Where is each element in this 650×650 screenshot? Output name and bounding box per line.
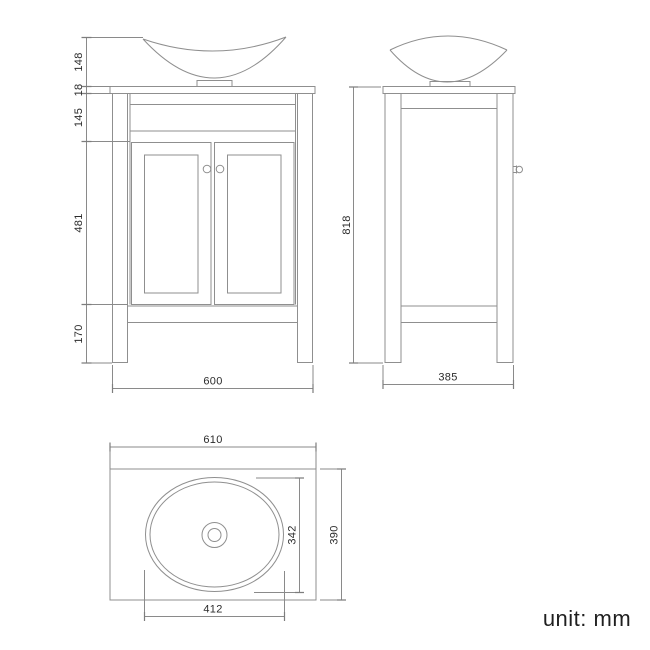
dim-label-overall-width: 600	[203, 376, 222, 388]
top-basin-inner-rim	[149, 481, 280, 588]
top-basin-width-dim-ticks	[143, 612, 286, 621]
dim-label-basin-width: 412	[203, 604, 222, 616]
dim-label-door-height: 481	[73, 213, 85, 232]
front-dim-ticks	[81, 36, 92, 364]
dim-label-basin-depth: 342	[287, 525, 299, 544]
side-door-knob	[513, 165, 523, 174]
dim-label-countertop-width: 610	[203, 434, 222, 446]
front-right-leg	[297, 93, 313, 363]
front-width-dim-ticks	[111, 384, 314, 393]
dim-label-leg-height: 170	[73, 324, 85, 343]
dim-label-basin-height: 148	[73, 52, 85, 71]
front-face-frame	[129, 93, 296, 305]
top-width-dim-ticks	[109, 442, 317, 452]
front-door-left-panel	[144, 154, 199, 294]
dim-label-overall-height: 818	[341, 215, 353, 234]
front-left-leg	[112, 93, 128, 363]
front-apron-rails	[130, 104, 296, 132]
top-view: 610 342 390 412	[109, 434, 346, 621]
side-depth-dim-ticks	[382, 380, 515, 389]
dim-label-countertop-thickness: 18	[73, 84, 85, 97]
front-basin-base	[196, 80, 233, 87]
side-basin-outline	[389, 35, 508, 83]
front-door-knob-left	[202, 164, 212, 174]
top-drain-inner	[207, 528, 222, 542]
top-width-dimension: 610	[109, 434, 317, 469]
front-door-right	[214, 142, 295, 305]
front-height-dimension-chain: 148 18 145 481 170	[73, 36, 143, 364]
side-door-knob-head	[515, 165, 523, 174]
side-basin-base	[429, 81, 471, 87]
front-view: 148 18 145 481 170 600	[73, 36, 316, 393]
side-height-dim-ticks	[349, 86, 358, 364]
front-door-knob-right	[215, 164, 225, 174]
unit-note: unit: mm	[543, 606, 631, 631]
top-depth-dimension: 390	[320, 468, 346, 601]
front-width-dimension: 600	[111, 365, 314, 393]
side-front-leg	[384, 93, 402, 363]
front-dim-lines	[86, 37, 143, 364]
dim-label-overall-depth: 385	[438, 372, 457, 384]
side-view: 818 385	[341, 35, 523, 389]
front-countertop	[109, 86, 316, 94]
front-basin-outline	[142, 36, 287, 79]
top-basin-width-dimension: 412	[143, 570, 286, 621]
side-bottom-rail	[401, 305, 497, 323]
top-drain-outer	[201, 522, 228, 548]
top-basin-outer-rim	[145, 477, 284, 592]
top-width-dim-lines	[109, 443, 317, 469]
top-depth-dim-ticks	[337, 468, 346, 601]
front-door-right-panel	[227, 154, 282, 294]
side-height-dim-lines	[353, 86, 383, 364]
top-basin-depth-dim-ticks	[295, 477, 304, 594]
front-bottom-rail	[127, 305, 298, 323]
top-basin-depth-dimension: 342	[254, 477, 304, 594]
top-countertop-outline	[109, 468, 317, 601]
side-countertop	[382, 86, 516, 94]
dim-label-countertop-depth: 390	[329, 525, 341, 544]
side-height-dimension: 818	[341, 86, 383, 364]
side-depth-dimension: 385	[382, 365, 515, 389]
front-door-left	[131, 142, 212, 305]
dim-label-apron-height: 145	[73, 108, 85, 127]
side-back-leg	[496, 93, 514, 363]
